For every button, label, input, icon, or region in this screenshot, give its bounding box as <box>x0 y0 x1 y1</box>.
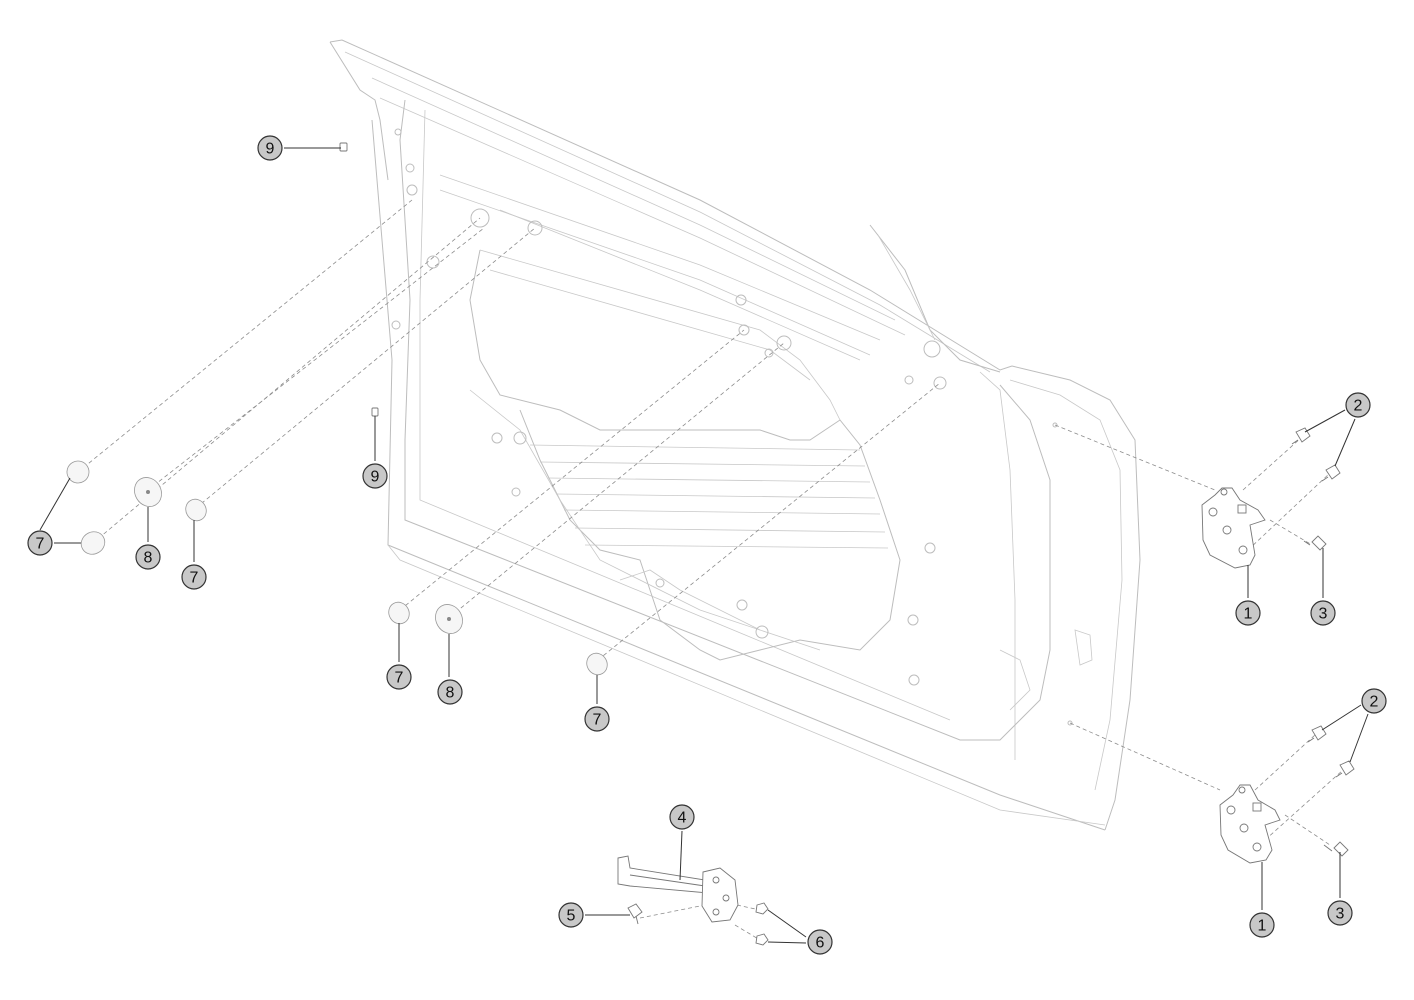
callout-3-upper-bolt: 3 <box>1310 600 1336 626</box>
svg-text:2: 2 <box>1354 398 1363 415</box>
callout-8-plug-lower: 8 <box>437 679 463 705</box>
svg-text:2: 2 <box>1370 694 1379 711</box>
callout-2-upper-bolts: 2 <box>1345 392 1371 418</box>
callout-1-upper-hinge: 1 <box>1235 600 1261 626</box>
svg-text:9: 9 <box>371 469 380 486</box>
svg-text:1: 1 <box>1244 606 1253 623</box>
callout-3-lower-bolt: 3 <box>1327 900 1353 926</box>
callout-7-plug-center: 7 <box>584 706 610 732</box>
svg-text:7: 7 <box>36 536 45 553</box>
callout-7-plug-lower: 7 <box>386 664 412 690</box>
lower-hinge <box>1219 725 1355 864</box>
upper-hinge <box>1201 427 1341 569</box>
svg-text:6: 6 <box>816 935 825 952</box>
callout-9-clip-middle: 9 <box>362 463 388 489</box>
callout-4-door-checker: 4 <box>669 804 695 830</box>
door-checker <box>617 855 769 946</box>
callout-1-lower-hinge: 1 <box>1249 912 1275 938</box>
svg-text:7: 7 <box>593 712 602 729</box>
svg-text:9: 9 <box>266 141 275 158</box>
svg-text:1: 1 <box>1258 918 1267 935</box>
callout-6-checker-nuts: 6 <box>807 929 833 955</box>
callout-8-plug-left: 8 <box>135 544 161 570</box>
svg-text:7: 7 <box>395 670 404 687</box>
svg-text:8: 8 <box>144 550 153 567</box>
leader-lines <box>39 147 1369 944</box>
assembly-lines <box>77 199 1344 941</box>
clips <box>339 142 379 417</box>
svg-text:8: 8 <box>446 685 455 702</box>
callout-9-clip-top: 9 <box>257 135 283 161</box>
svg-text:5: 5 <box>567 908 576 925</box>
callout-7-plug-left: 7 <box>27 530 53 556</box>
hole-plugs <box>66 460 608 676</box>
svg-text:7: 7 <box>190 570 199 587</box>
callout-2-lower-bolts: 2 <box>1361 688 1387 714</box>
svg-text:3: 3 <box>1319 606 1328 623</box>
svg-text:3: 3 <box>1336 906 1345 923</box>
callout-7-plug-mid-left: 7 <box>181 564 207 590</box>
door-panel <box>329 39 1141 831</box>
callout-5-checker-bolt: 5 <box>558 902 584 928</box>
svg-text:4: 4 <box>678 810 687 827</box>
